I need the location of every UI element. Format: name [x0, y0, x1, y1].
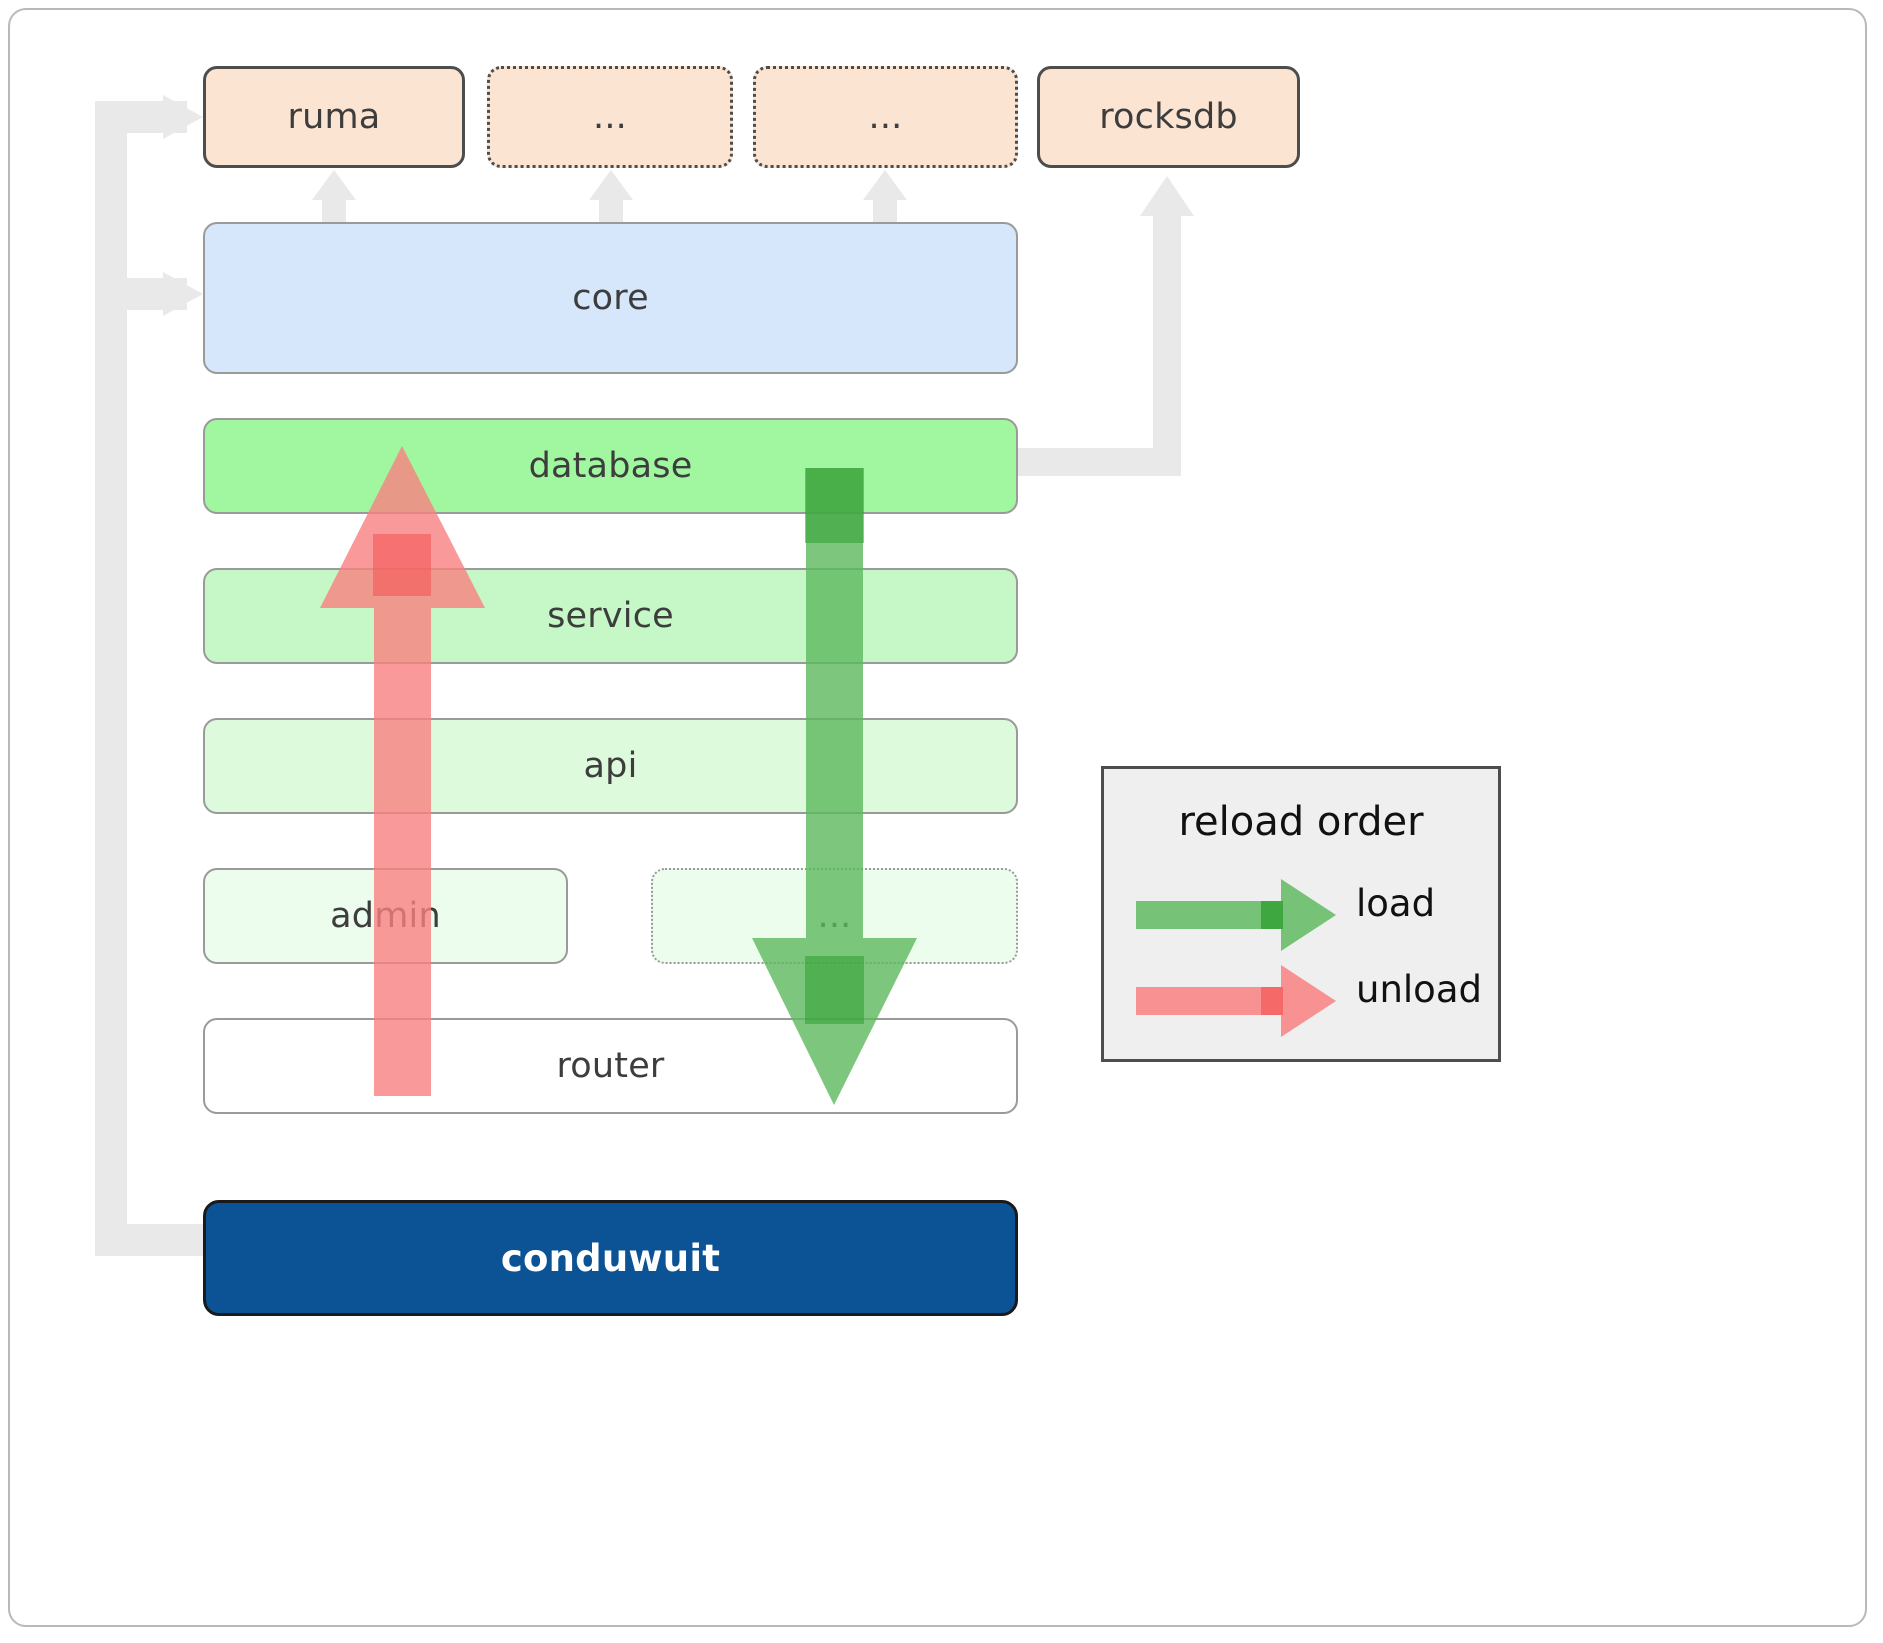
layer-label-router: router: [556, 1046, 665, 1086]
core-label: core: [572, 278, 649, 318]
layer-box-api[interactable]: api: [203, 718, 1018, 814]
dep-box-dep2[interactable]: ...: [487, 66, 733, 168]
legend-label-unload: unload: [1356, 968, 1482, 1011]
legend-load-arrow-icon: [1136, 879, 1336, 951]
layer-box-router[interactable]: router: [203, 1018, 1018, 1114]
core-box[interactable]: core: [203, 222, 1018, 374]
dep-box-rocksdb[interactable]: rocksdb: [1037, 66, 1300, 168]
grey-core-to-ruma-head-icon: [312, 170, 356, 200]
layer-label-api: api: [583, 746, 638, 786]
unload-arrow-overlap: [373, 534, 431, 596]
dep-label-rocksdb: rocksdb: [1099, 97, 1238, 137]
layer-label-database: database: [528, 446, 693, 486]
grey-core-to-dep2-head-icon: [589, 170, 633, 200]
layer-label-service: service: [547, 596, 674, 636]
grey-trunk-vertical: [95, 101, 127, 1256]
legend-title: reload order: [1178, 799, 1424, 845]
grey-arrowhead-core-icon: [163, 272, 203, 316]
legend-box: reload order load unload: [1101, 766, 1501, 1062]
legend-unload-arrow-icon: [1136, 965, 1336, 1037]
dep-label-dep3: ...: [868, 97, 903, 137]
layer-box-database[interactable]: database: [203, 418, 1018, 514]
unload-arrow-icon: [320, 446, 485, 1096]
grey-db-to-rocksdb-head-icon: [1140, 176, 1194, 216]
load-arrow-icon: [752, 468, 917, 1105]
dep-box-dep3[interactable]: ...: [753, 66, 1018, 168]
dep-label-dep2: ...: [593, 97, 627, 137]
dep-box-ruma[interactable]: ruma: [203, 66, 465, 168]
load-arrow-overlap: [805, 468, 864, 543]
dep-label-ruma: ruma: [287, 97, 381, 137]
load-arrow-overlap-2: [805, 956, 864, 1024]
grey-arrowhead-ruma-icon: [163, 95, 203, 139]
legend-label-load: load: [1356, 882, 1436, 925]
binary-label-conduwuit: conduwuit: [500, 1236, 721, 1280]
grey-db-to-rocksdb-vertical: [1153, 212, 1181, 476]
grey-db-to-rocksdb-horizontal: [1010, 448, 1176, 476]
binary-box-conduwuit[interactable]: conduwuit: [203, 1200, 1018, 1316]
grey-core-to-dep3-head-icon: [863, 170, 907, 200]
